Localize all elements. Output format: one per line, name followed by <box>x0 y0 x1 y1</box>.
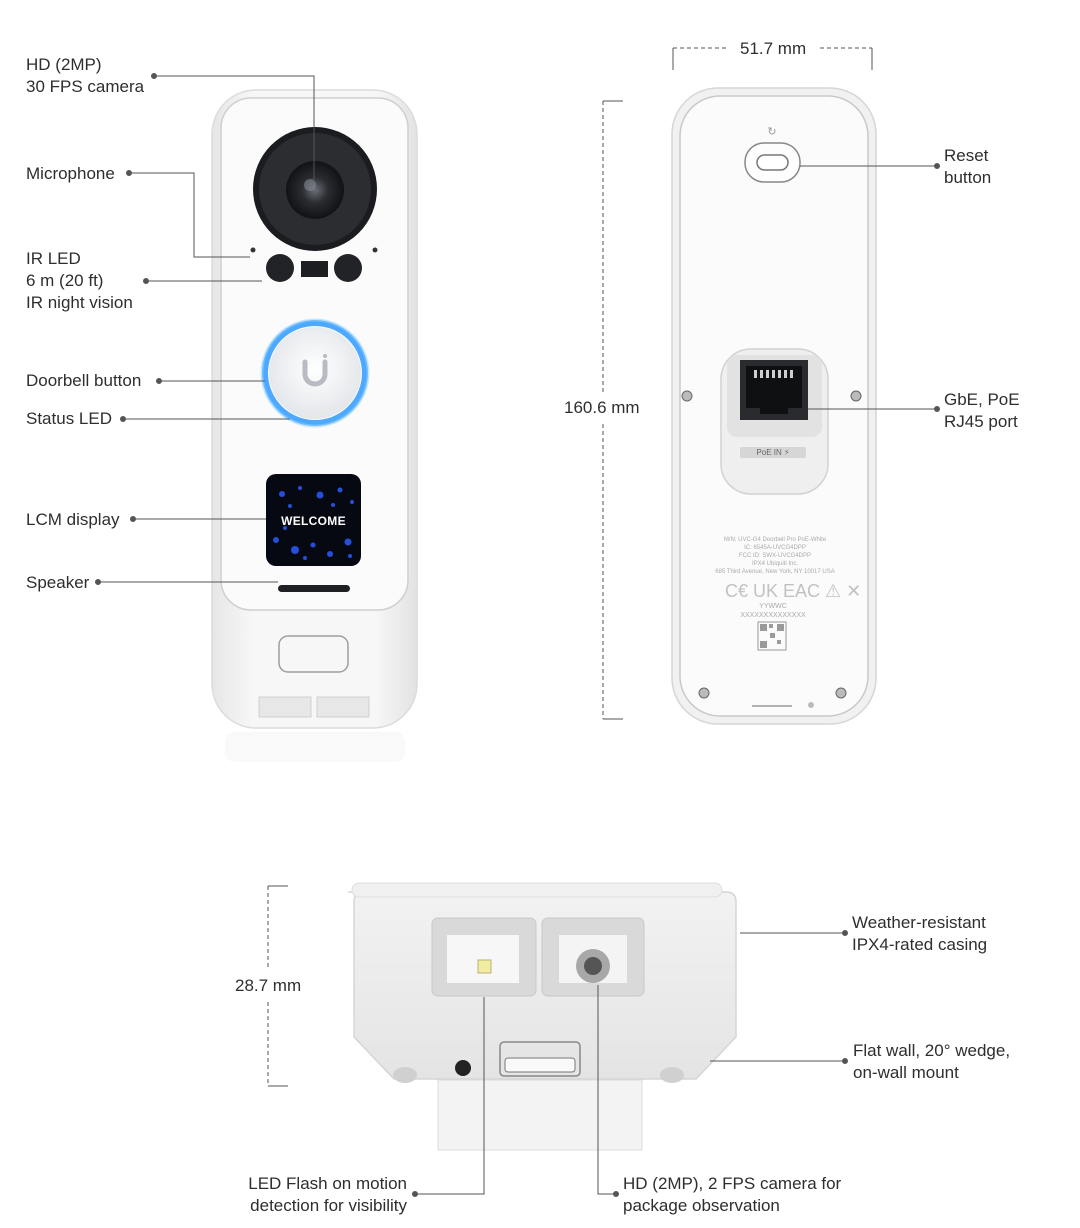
poe-tag <box>740 447 806 458</box>
package-camera-lens-icon <box>584 957 602 975</box>
mount-label: Flat wall, 20° wedge,on-wall mount <box>853 1041 1011 1082</box>
qr-code <box>757 621 787 651</box>
ir-led-right <box>334 254 362 282</box>
back-device: ↻ C€ UK EAC ⚠ ✕ <box>671 87 877 725</box>
leader-lines <box>95 73 940 1197</box>
status-led-ring <box>262 320 368 426</box>
lcm-welcome-text: WELCOME <box>281 514 346 528</box>
svg-text:↻: ↻ <box>767 126 776 138</box>
doorbell-button-label: Doorbell button <box>26 371 142 390</box>
camera-lens-icon <box>286 161 344 219</box>
status-led-label: Status LED <box>26 409 112 428</box>
led-flash-icon <box>477 959 492 974</box>
width-dimension: 51.7 mm <box>740 39 807 58</box>
doorbell-button <box>269 327 361 419</box>
light-sensor <box>301 261 328 277</box>
lcm-display-label: LCM display <box>26 510 120 529</box>
bottom-device <box>348 882 737 1151</box>
serial-number: XXXXXXXXXXXXXX <box>740 612 806 619</box>
front-device <box>211 89 418 762</box>
height-dimension: 160.6 mm <box>564 398 640 417</box>
camera-label: HD (2MP)30 FPS camera <box>26 55 145 96</box>
mount-release-button <box>278 635 349 673</box>
depth-dimension: 28.7 mm <box>235 976 302 995</box>
speaker-grille <box>278 585 350 592</box>
svg-text:C€ UK EAC ⚠ ✕: C€ UK EAC ⚠ ✕ <box>725 581 861 601</box>
speaker-label: Speaker <box>26 573 90 592</box>
poe-tag-text: PoE IN ⚡ <box>756 448 790 457</box>
regulatory-text: M/N: UVC-G4 Doorbell Pro PoE-White IC: 6… <box>715 537 835 575</box>
date-code: YYWWC <box>759 603 787 610</box>
ir-led-left <box>266 254 294 282</box>
wedge-mount <box>437 1079 643 1151</box>
microphone-hole <box>250 247 256 253</box>
ubiquiti-logo-icon <box>302 359 328 387</box>
microphone-label: Microphone <box>26 164 115 183</box>
lcm-screen <box>266 474 361 566</box>
